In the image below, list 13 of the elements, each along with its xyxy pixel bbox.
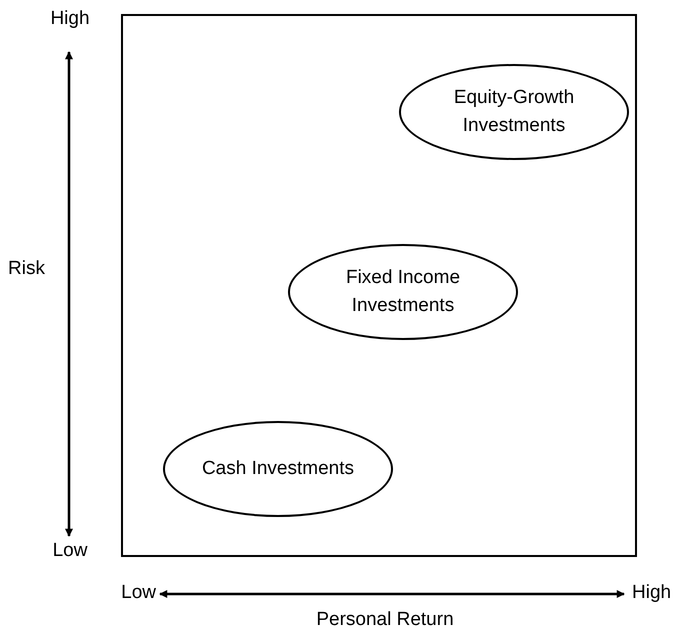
category-ellipse [399,64,629,160]
axis-label: High [49,7,91,31]
axis-label: Risk [8,257,46,281]
axis-label: Personal Return [315,608,455,632]
axis-label: Low [120,581,156,605]
axis-label: High [632,581,672,605]
category-label: Fixed Income Investments [344,266,462,318]
chart-frame [121,14,637,557]
axis-label: Low [52,539,88,563]
category-ellipse [288,244,518,340]
category-label: Equity-Growth Investments [452,86,576,138]
category-label: Cash Investments [202,457,354,481]
category-ellipse [163,421,393,517]
